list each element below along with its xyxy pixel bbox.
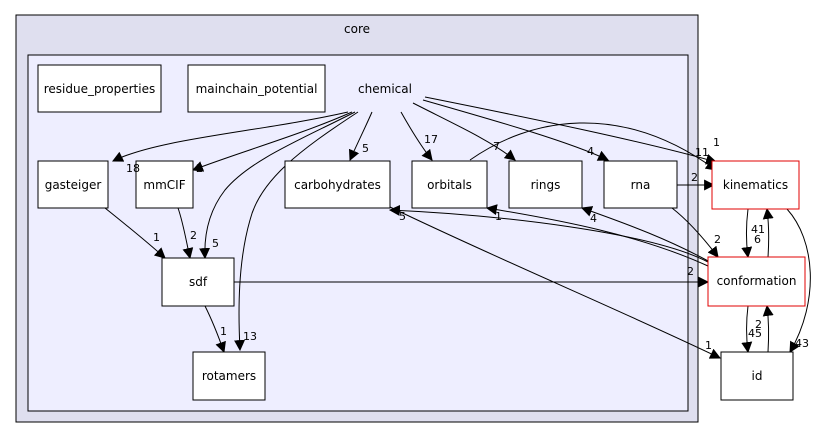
node-carbohydrates[interactable]: carbohydrates	[284, 160, 391, 209]
edge-conformation-kinematics	[762, 207, 774, 258]
node-orbitals-label: orbitals	[427, 178, 472, 192]
node-kinematics-label: kinematics	[723, 178, 788, 192]
edge-label-chem-mmcif[interactable]: 2	[196, 162, 203, 175]
edge-id-conformation	[762, 304, 774, 353]
edge-orbitals-kinematics	[469, 122, 717, 171]
node-rotamers-label: rotamers	[202, 369, 256, 383]
edge-chemical-mmcif	[191, 111, 353, 172]
node-mainchain-potential-label: mainchain_potential	[196, 82, 318, 96]
edge-chemical-rotamers	[234, 111, 359, 352]
edge-chemical-rna	[422, 99, 609, 161]
node-carbohydrates-label: carbohydrates	[294, 178, 381, 192]
edge-label-conformation-carbohydrates[interactable]: 1	[495, 210, 502, 223]
edge-label-conformation-kinematics[interactable]: 6	[754, 233, 761, 246]
node-sdf-label: sdf	[189, 275, 208, 289]
node-sdf[interactable]: sdf	[161, 257, 235, 307]
node-kinematics[interactable]: kinematics	[711, 160, 800, 210]
edge-conformation-rings	[580, 206, 711, 263]
edge-chemical-gasteiger	[112, 111, 349, 162]
node-rna-label: rna	[631, 178, 651, 192]
edge-labels: 18 2 5 13 5 17 7 4 11 1 1 2 1 2 2 2 5 1 …	[126, 133, 809, 352]
edge-chemical-orbitals	[400, 111, 433, 161]
node-rotamers[interactable]: rotamers	[192, 351, 266, 401]
edge-label-chem-rotamers[interactable]: 13	[243, 330, 257, 343]
edge-label-mmcif-sdf[interactable]: 2	[190, 229, 197, 242]
cluster-core-label: core	[344, 22, 370, 36]
edge-label-chem-carbohydrates[interactable]: 5	[362, 142, 369, 155]
node-orbitals[interactable]: orbitals	[411, 160, 488, 209]
edge-label-conformation-id[interactable]: 45	[748, 327, 762, 340]
edge-gasteiger-sdf	[104, 207, 166, 259]
edge-label-kinematics-id[interactable]: 43	[795, 337, 809, 350]
edge-label-chem-kinematics[interactable]: 11	[695, 146, 709, 159]
edge-label-sdf-conformation[interactable]: 2	[687, 265, 694, 278]
cluster-chemical[interactable]: chemical	[27, 54, 689, 412]
node-id[interactable]: id	[720, 351, 794, 401]
edge-label-chem-gasteiger[interactable]: 18	[126, 162, 140, 175]
node-gasteiger[interactable]: gasteiger	[37, 160, 109, 209]
edge-conformation-carbohydrates	[388, 204, 709, 263]
node-id-label: id	[752, 369, 763, 383]
node-conformation-label: conformation	[717, 274, 797, 288]
node-conformation[interactable]: conformation	[707, 256, 806, 307]
edge-label-kinematics-conformation[interactable]: 41	[751, 223, 765, 236]
node-rna[interactable]: rna	[603, 160, 678, 209]
node-mainchain-potential[interactable]: mainchain_potential	[187, 64, 326, 113]
edge-label-orbitals-kinematics[interactable]: 1	[713, 136, 720, 149]
cluster-chemical-label[interactable]: chemical	[358, 82, 412, 96]
edge-chemical-rings	[412, 102, 516, 161]
edges	[104, 96, 811, 359]
edge-conformation-id	[741, 305, 753, 354]
edge-sdf-rotamers	[204, 305, 226, 354]
edge-carbohydrates-id	[389, 206, 721, 359]
node-gasteiger-label: gasteiger	[45, 178, 102, 192]
edge-label-chem-rings[interactable]: 7	[493, 140, 500, 153]
edge-label-chem-orbitals[interactable]: 17	[424, 133, 438, 146]
edge-chemical-kinematics	[424, 96, 718, 165]
edge-label-chem-sdf[interactable]: 5	[212, 237, 219, 250]
edge-mmcif-sdf	[177, 207, 194, 260]
edge-label-conformation-rings[interactable]: 4	[590, 212, 597, 225]
edge-kinematics-conformation	[741, 208, 753, 259]
node-mmcif[interactable]: mmCIF	[135, 160, 194, 209]
node-rings[interactable]: rings	[508, 160, 583, 209]
edge-conformation-orbitals	[485, 204, 709, 267]
edge-label-carbohydrates-id[interactable]: 5	[399, 210, 406, 223]
node-residue-properties[interactable]: residue_properties	[37, 64, 162, 113]
edge-label-rna-kinematics[interactable]: 2	[691, 171, 698, 184]
edge-label-id-conformation[interactable]: 2	[755, 318, 762, 331]
edge-label-gasteiger-sdf[interactable]: 1	[153, 231, 160, 244]
edge-kinematics-id	[786, 208, 811, 353]
edge-chemical-carbohydrates	[348, 111, 373, 162]
node-residue-properties-label: residue_properties	[44, 82, 155, 96]
edge-rna-conformation	[671, 207, 719, 258]
edge-label-rna-conformation[interactable]: 2	[714, 233, 721, 246]
edge-label-chem-rna[interactable]: 4	[587, 145, 594, 158]
node-mmcif-label: mmCIF	[143, 178, 185, 192]
edge-label-sdf-rotamers[interactable]: 1	[220, 325, 227, 338]
edge-chemical-sdf	[199, 111, 356, 260]
node-rings-label: rings	[531, 178, 561, 192]
edge-label-id-via-carbohydrates[interactable]: 1	[705, 339, 712, 352]
